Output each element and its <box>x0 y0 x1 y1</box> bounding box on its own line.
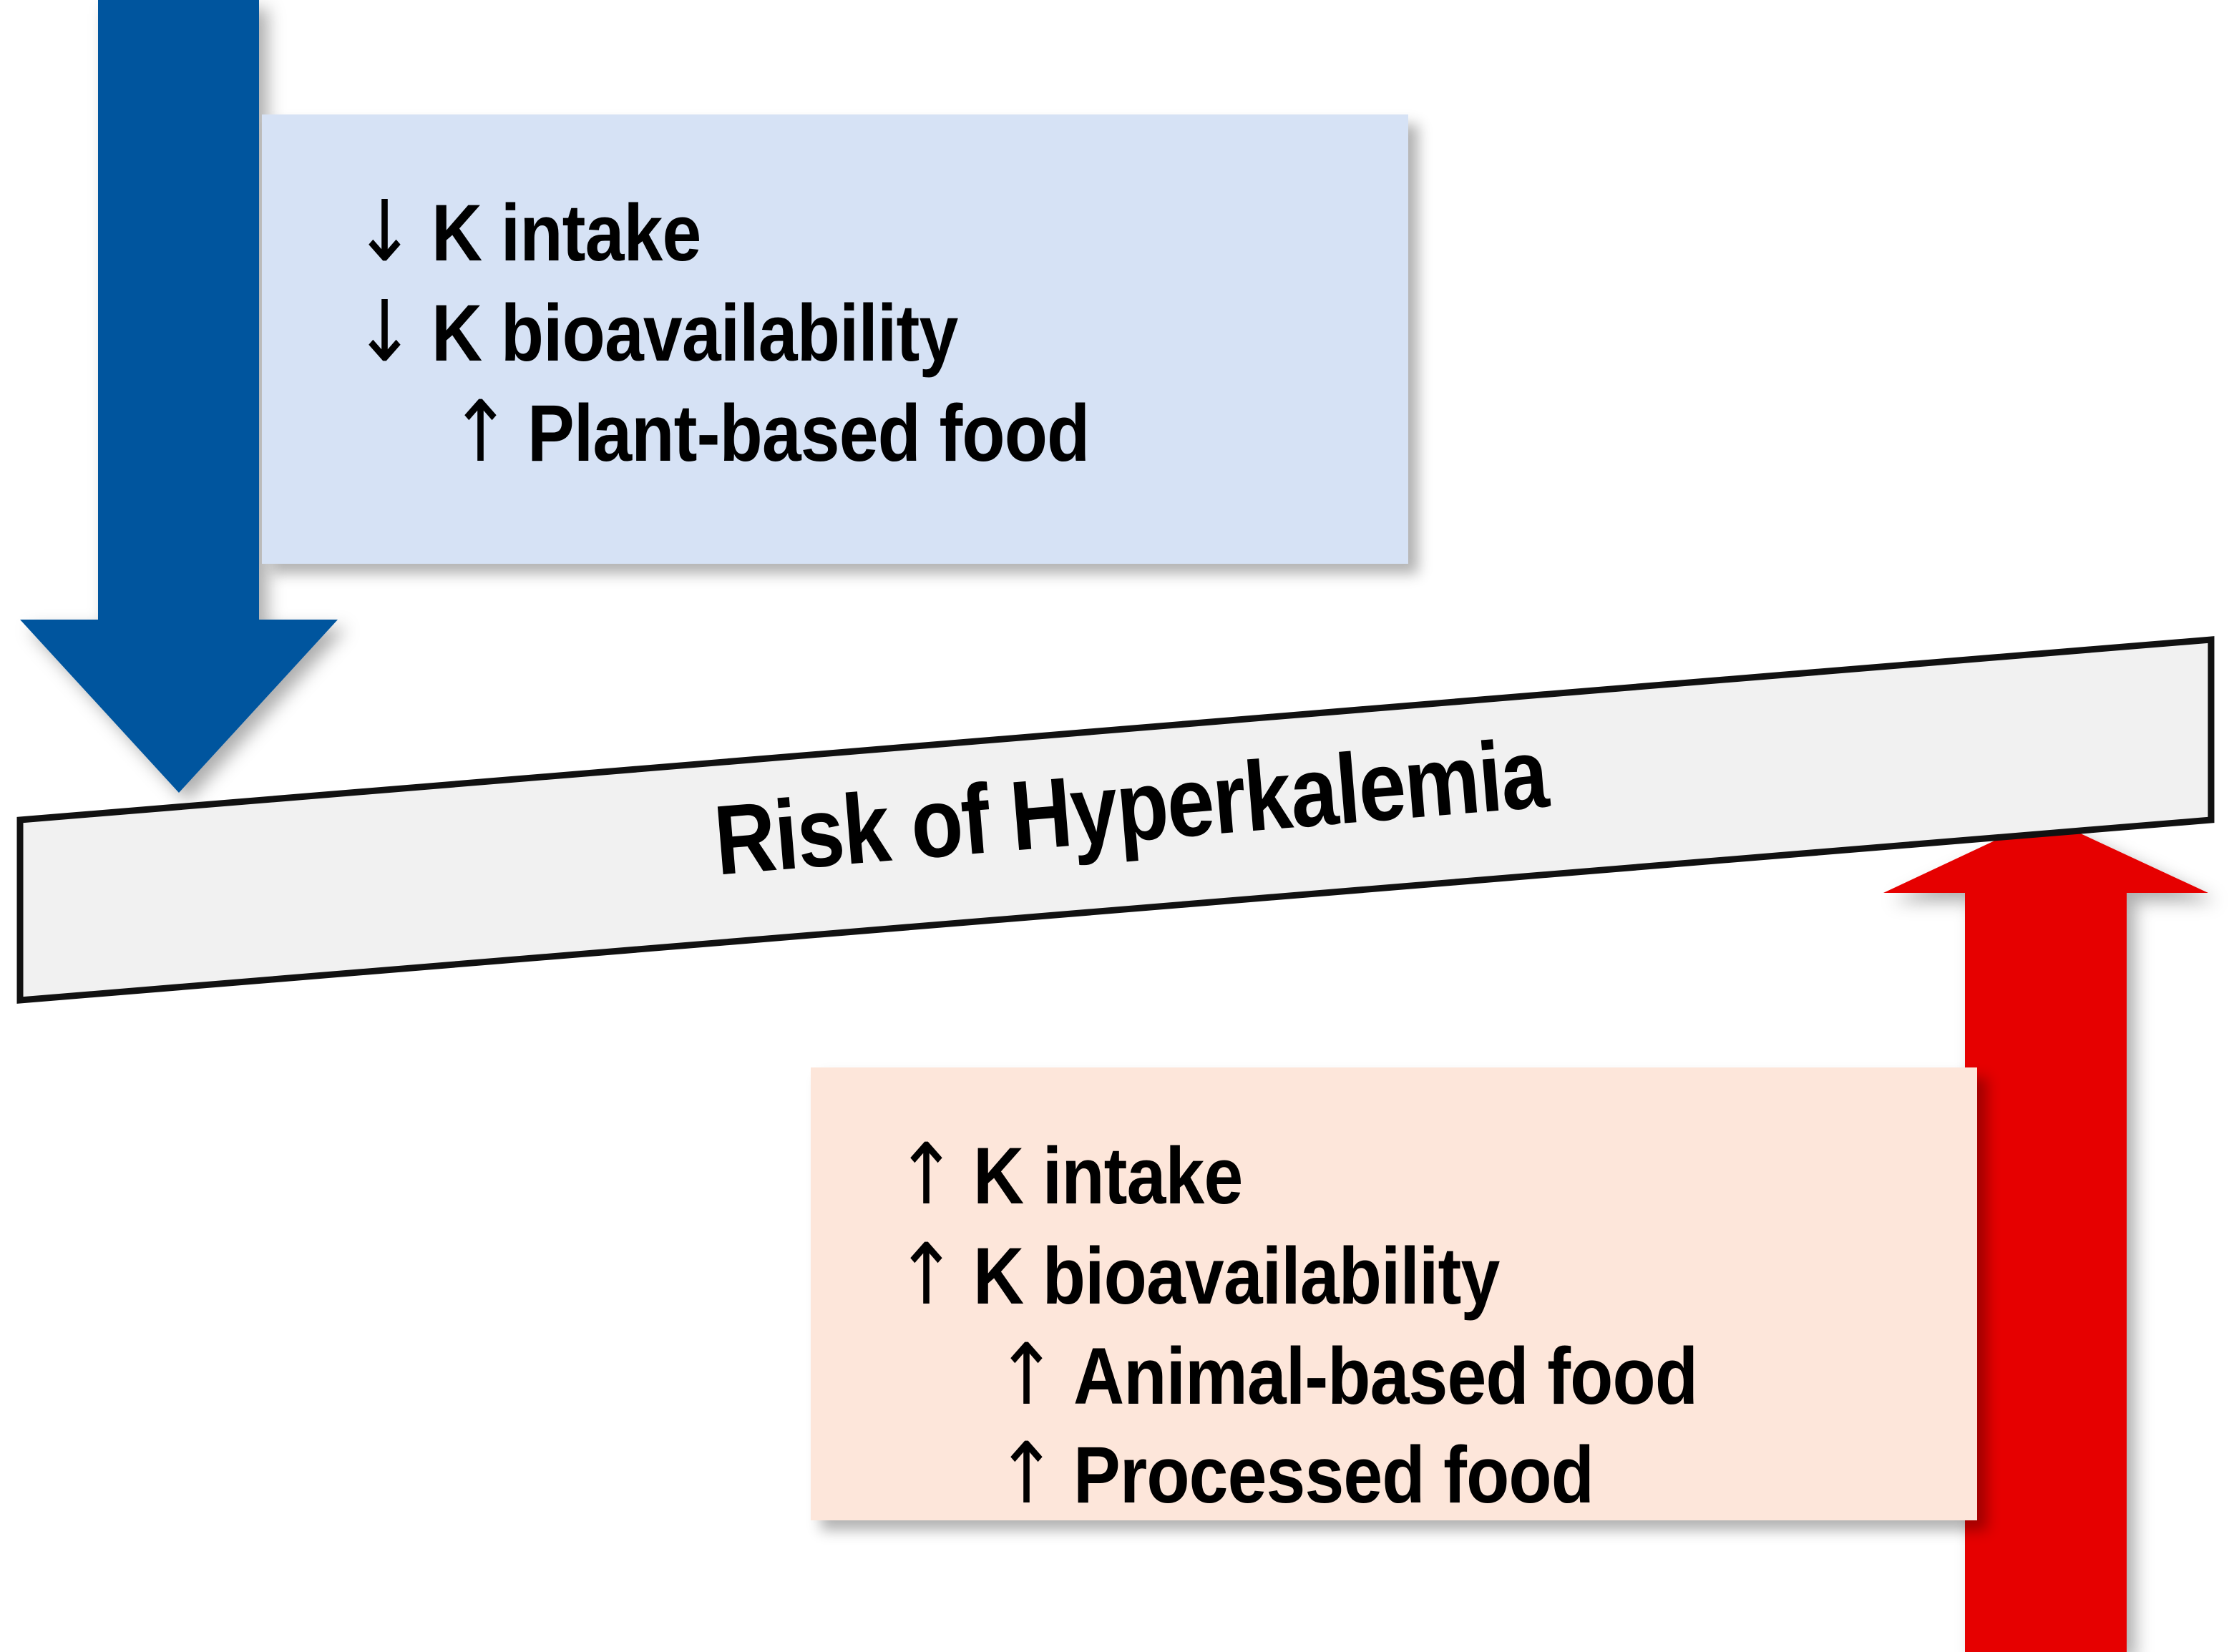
list-item: ↓K intake <box>353 189 701 273</box>
list-item: ↑Processed food <box>995 1431 1594 1515</box>
decrease-factors-panel: ↓K intake ↓K bioavailability ↑Plant-base… <box>262 114 1408 564</box>
list-item: ↑Plant-based food <box>449 382 1090 481</box>
list-item-label: Plant-based food <box>527 388 1090 478</box>
list-item-label: K intake <box>973 1131 1243 1221</box>
up-arrow-icon: ↑ <box>449 382 512 481</box>
list-item: ↑K intake <box>895 1125 1243 1223</box>
list-item-label: Processed food <box>1073 1430 1594 1520</box>
list-item: ↑Animal-based food <box>995 1325 1698 1424</box>
up-arrow-icon: ↑ <box>995 1325 1058 1424</box>
list-item-label: Animal-based food <box>1073 1331 1698 1421</box>
list-item: ↑K bioavailability <box>895 1225 1500 1324</box>
up-arrow-icon: ↑ <box>895 1125 957 1223</box>
up-arrow-icon: ↑ <box>895 1225 957 1324</box>
list-item-label: K bioavailability <box>973 1231 1500 1321</box>
increase-factors-panel: ↑K intake ↑K bioavailability ↑Animal-bas… <box>811 1067 1977 1520</box>
list-item-label: K bioavailability <box>431 288 958 378</box>
list-item-label: K intake <box>431 188 701 278</box>
down-arrow-icon: ↓ <box>353 182 416 280</box>
down-arrow-icon: ↓ <box>353 282 416 381</box>
up-arrow-icon: ↑ <box>995 1424 1058 1523</box>
list-item: ↓K bioavailability <box>353 282 958 381</box>
up-arrow-icon <box>1883 817 2208 1652</box>
down-arrow-icon <box>20 0 338 793</box>
risk-bar <box>16 636 2215 1004</box>
